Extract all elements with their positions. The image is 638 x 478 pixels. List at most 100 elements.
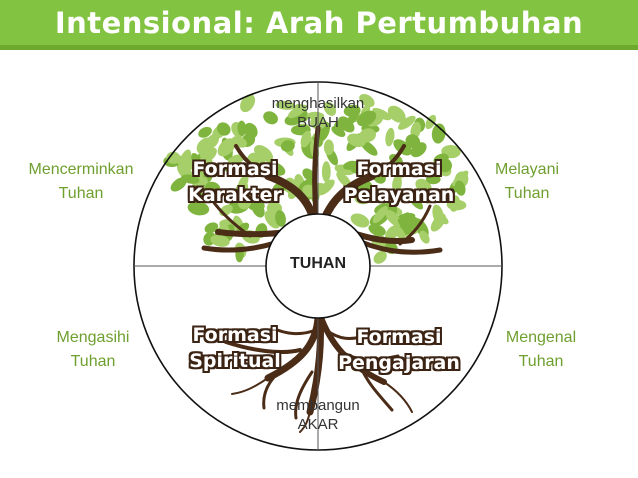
leaf — [392, 174, 402, 193]
quadrant-line2: Pelayanan — [343, 184, 455, 206]
leaf — [287, 104, 307, 119]
outer-label-melayani: Melayani Tuhan — [452, 158, 602, 206]
quadrant-line1: Formasi — [192, 158, 278, 180]
leaf — [350, 160, 365, 174]
leaf — [180, 174, 200, 184]
leaf — [397, 218, 414, 233]
leaf — [343, 104, 361, 117]
leaf — [317, 179, 335, 196]
leaf — [166, 151, 181, 164]
leaf — [372, 206, 388, 224]
leaf — [204, 222, 219, 234]
leaf — [243, 122, 258, 139]
bottom-ring-line1: membangun — [276, 397, 360, 414]
leaf — [237, 120, 247, 136]
leaf — [392, 225, 406, 240]
leaf — [331, 126, 346, 137]
leaf — [217, 138, 236, 157]
leaf — [368, 224, 386, 236]
leaf — [373, 251, 387, 264]
quadrant-formasi-pengajaran: Formasi Pengajaran — [334, 324, 464, 376]
leaf — [280, 140, 295, 152]
top-ring-line1: menghasilkan — [271, 95, 365, 112]
leaf — [415, 178, 432, 194]
leaf — [397, 115, 416, 130]
leaf — [431, 123, 446, 144]
bottom-ring-line2: AKAR — [297, 416, 339, 433]
leaf — [198, 126, 212, 138]
outer-label-line1: Mengasihi — [56, 329, 130, 346]
top-ring-label: menghasilkan BUAH — [238, 94, 398, 132]
leaf — [263, 111, 278, 125]
leaf — [419, 190, 432, 204]
leaf — [254, 145, 273, 162]
leaf — [323, 101, 337, 116]
leaf — [251, 199, 265, 218]
quadrant-line2: Pengajaran — [338, 352, 460, 374]
leaf — [321, 161, 331, 183]
top-ring-line2: BUAH — [297, 114, 339, 131]
leaf — [336, 171, 352, 188]
leaf — [405, 134, 421, 149]
leaf — [390, 161, 407, 178]
outer-label-line2: Tuhan — [58, 185, 104, 202]
title-bar: Intensional: Arah Pertumbuhan — [0, 0, 638, 50]
leaf — [372, 107, 392, 121]
leaf — [228, 154, 245, 165]
leaf — [433, 211, 449, 225]
outer-label-mengasihi: Mengasihi Tuhan — [18, 326, 168, 374]
leaf — [223, 160, 244, 174]
leaf — [359, 93, 375, 108]
quadrant-formasi-pelayanan: Formasi Pelayanan — [334, 156, 464, 208]
outer-label-line2: Tuhan — [518, 353, 564, 370]
leaf — [356, 110, 377, 127]
leaf — [387, 105, 406, 123]
quadrant-formasi-karakter: Formasi Karakter — [180, 156, 290, 208]
leaf — [408, 194, 424, 210]
leaf — [302, 168, 316, 182]
quadrant-formasi-spiritual: Formasi Spiritual — [180, 322, 290, 374]
outer-label-line1: Melayani — [494, 161, 560, 178]
leaf — [419, 230, 430, 244]
leaf — [204, 181, 221, 197]
leaf — [238, 175, 249, 190]
leaf — [210, 234, 230, 247]
leaf — [323, 139, 334, 156]
leaf — [300, 130, 312, 148]
leaf — [170, 177, 187, 192]
leaf — [237, 192, 252, 210]
leaf — [385, 127, 395, 147]
leaf — [385, 209, 402, 227]
quadrant-line1: Formasi — [356, 326, 442, 348]
center-circle — [265, 213, 371, 319]
outer-label-mengenal: Mengenal Tuhan — [466, 326, 616, 374]
leaf — [446, 199, 467, 211]
leaf — [426, 173, 441, 185]
quadrant-line2: Karakter — [188, 184, 282, 206]
outer-label-line2: Tuhan — [70, 353, 116, 370]
quadrant-line2: Spiritual — [189, 350, 281, 372]
leaf — [275, 100, 296, 110]
center-label: TUHAN — [290, 255, 346, 272]
leaf — [438, 158, 452, 173]
tree-roots — [224, 314, 413, 433]
leaf — [350, 213, 370, 228]
leaf — [265, 161, 286, 176]
outer-label-line2: Tuhan — [504, 185, 550, 202]
outer-label-line1: Mencerminkan — [28, 161, 134, 178]
outer-label-mencerminkan: Mencerminkan Tuhan — [6, 158, 156, 206]
leaf — [216, 122, 231, 136]
leaf — [264, 210, 280, 229]
bottom-ring-label: membangun AKAR — [238, 396, 398, 434]
leaf — [191, 176, 204, 193]
leaf — [454, 180, 466, 196]
outer-label-line1: Mengenal — [505, 329, 577, 346]
quadrant-line1: Formasi — [192, 324, 278, 346]
leaf — [198, 141, 208, 161]
slide-title: Intensional: Arah Pertumbuhan — [54, 6, 584, 40]
leaf — [347, 133, 366, 148]
leaf — [354, 190, 373, 205]
leaf — [179, 149, 192, 171]
